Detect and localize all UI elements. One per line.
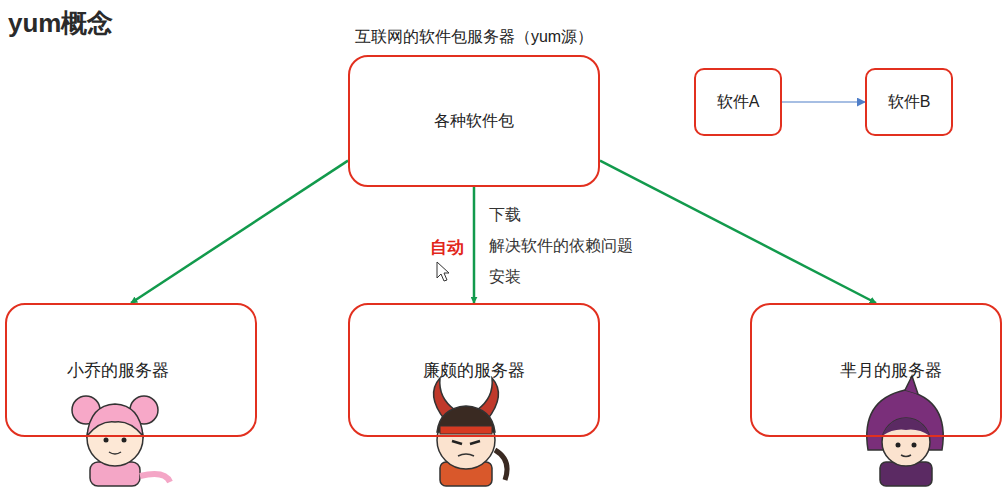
box-label: 各种软件包 (434, 111, 514, 132)
server-box: 芈月的服务器 (750, 303, 1002, 437)
box-label: 芈月的服务器 (840, 359, 942, 382)
server-box: 互联网的软件包服务器（yum源）各种软件包 (348, 55, 600, 187)
software-box: 软件B (865, 68, 953, 136)
server-box: 小乔的服务器 (5, 303, 257, 437)
download-arrow (600, 161, 876, 303)
auto-note: 自动 (430, 236, 464, 259)
server-heading: 互联网的软件包服务器（yum源） (355, 27, 593, 48)
box-label: 软件B (888, 92, 931, 113)
software-box: 软件A (694, 68, 782, 136)
mouse-cursor (437, 262, 449, 281)
step-label: 解决软件的依赖问题 (489, 236, 633, 257)
diagram-title: yum概念 (8, 6, 113, 41)
server-box: 廉颇的服务器 (348, 303, 600, 437)
step-label: 下载 (489, 205, 521, 226)
box-label: 小乔的服务器 (67, 359, 169, 382)
box-label: 廉颇的服务器 (423, 359, 525, 382)
character-xiaoqiao (72, 396, 170, 486)
download-arrow (473, 187, 476, 303)
character-miyue (867, 376, 943, 486)
step-label: 安装 (489, 267, 521, 288)
box-label: 软件A (717, 92, 760, 113)
dependency-arrow (782, 101, 865, 102)
character-lianpo (434, 378, 507, 486)
download-arrow (131, 161, 348, 303)
